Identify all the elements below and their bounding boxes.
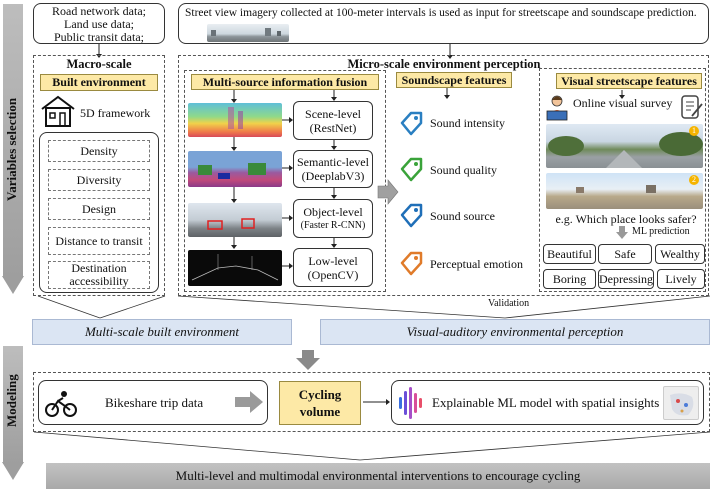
- side-arrow-modeling: Modeling: [2, 346, 24, 481]
- ml-prediction-row: ML prediction: [616, 226, 708, 240]
- factor-distance-to-transit: Distance to transit: [48, 227, 150, 255]
- fusion-header: Multi-source information fusion: [191, 74, 379, 90]
- factor-design: Design: [48, 198, 150, 220]
- survey-photo-2: 2: [546, 173, 703, 209]
- factor-density: Density: [48, 140, 150, 162]
- data-source-transit: Public transit data;: [54, 30, 144, 44]
- visual-streetscape-panel: Visual streetscape features: [539, 68, 706, 292]
- ml-prediction-label: ML prediction: [632, 226, 690, 237]
- bikeshare-box: Bikeshare trip data: [38, 380, 268, 425]
- macro-scale-panel: Macro-scale Built environment 5D framewo…: [33, 55, 165, 296]
- macro-scale-title: Macro-scale: [66, 57, 132, 71]
- micro-scale-title: Micro-scale environment perception: [347, 57, 541, 71]
- modeling-panel: [33, 372, 710, 432]
- gray-arrow-right: [235, 391, 263, 413]
- perception-wealthy: Wealthy: [655, 244, 705, 264]
- cycling-volume-line1: Cycling: [298, 387, 342, 402]
- factor-diversity: Diversity: [48, 169, 150, 191]
- semantic-level-box: Semantic-level (DeeplabV3): [293, 150, 373, 188]
- tag-icon-green: [398, 156, 424, 189]
- factor-list: Density Diversity Design Distance to tra…: [39, 132, 159, 293]
- bicycle-icon: [45, 390, 77, 418]
- street-view-thumbnail: [207, 24, 289, 42]
- fusion-panel: Multi-source information fusion: [184, 70, 386, 292]
- online-survey-label: Online visual survey: [573, 96, 673, 110]
- cycling-volume-line2: volume: [299, 404, 341, 419]
- scene-level-box: Scene-level (RestNet): [293, 101, 373, 140]
- scene-level-name: Scene-level: [305, 106, 361, 121]
- semantic-level-method: (DeeplabV3): [301, 169, 365, 183]
- photo-badge-2: 2: [689, 175, 699, 185]
- object-level-box: Object-level (Faster R-CNN): [293, 199, 373, 238]
- validation-label: Validation: [488, 298, 530, 309]
- perception-safe: Safe: [598, 244, 652, 264]
- cycling-volume-box: Cycling volume: [279, 381, 361, 425]
- down-arrow-icon: [616, 226, 628, 239]
- spatial-map-thumbnail: [663, 386, 699, 420]
- arrow-to-ml: [363, 399, 390, 405]
- perception-lively: Lively: [657, 269, 705, 289]
- visual-streetscape-header: Visual streetscape features: [556, 73, 702, 89]
- sound-intensity-label: Sound intensity: [430, 116, 506, 130]
- perceptual-emotion-item: Perceptual emotion: [398, 250, 528, 278]
- framework-label: 5D framework: [80, 106, 151, 120]
- photo-badge-1: 1: [689, 126, 699, 136]
- street-view-caption: Street view imagery collected at 100-met…: [185, 7, 697, 19]
- scene-level-method: (RestNet): [309, 120, 357, 135]
- house-icon: [40, 95, 76, 127]
- sound-quality-label: Sound quality: [430, 163, 498, 177]
- object-detection-image: [188, 203, 282, 237]
- sound-source-label: Sound source: [430, 209, 495, 223]
- bikeshare-label: Bikeshare trip data: [105, 395, 204, 410]
- down-arrow-to-modeling: [296, 350, 320, 370]
- explainable-ml-box: Explainable ML model with spatial insigh…: [391, 380, 704, 425]
- street-view-box: Street view imagery collected at 100-met…: [178, 3, 709, 44]
- edge-detection-image: [188, 250, 282, 286]
- survey-question: e.g. Which place looks safer?: [555, 212, 697, 226]
- data-sources-box: Road network data; Land use data; Public…: [33, 3, 165, 44]
- tag-icon-darkblue: [398, 202, 424, 235]
- semantic-level-name: Semantic-level: [297, 155, 369, 169]
- person-computer-icon: [543, 93, 571, 121]
- data-source-landuse: Land use data;: [64, 17, 134, 31]
- semantic-segmentation-image: [188, 151, 282, 187]
- survey-photo-1: 1: [546, 124, 703, 168]
- low-level-method: (OpenCV): [307, 267, 359, 282]
- low-level-name: Low-level: [308, 253, 358, 268]
- sound-quality-item: Sound quality: [398, 156, 528, 184]
- object-level-name: Object-level: [303, 204, 363, 219]
- perceptual-emotion-label: Perceptual emotion: [430, 257, 523, 271]
- tag-icon-blue: [398, 110, 424, 143]
- sound-intensity-item: Sound intensity: [398, 110, 528, 138]
- micro-scale-panel: Micro-scale environment perception: [178, 55, 709, 296]
- object-level-method: (Faster R-CNN): [300, 219, 366, 231]
- interventions-banner: Multi-level and multimodal environmental…: [46, 463, 710, 489]
- side-arrow-variables: Variables selection: [2, 4, 24, 294]
- built-environment-header: Built environment: [40, 74, 158, 91]
- perception-boring: Boring: [543, 269, 596, 289]
- perception-beautiful: Beautiful: [543, 244, 596, 264]
- low-level-box: Low-level (OpenCV): [293, 248, 373, 287]
- visual-auditory-bar: Visual-auditory environmental perception: [320, 319, 710, 345]
- soundscape-header: Soundscape features: [396, 72, 512, 88]
- scene-heatmap-image: [188, 103, 282, 137]
- explainable-ml-label: Explainable ML model with spatial insigh…: [432, 395, 660, 410]
- data-source-road: Road network data;: [52, 4, 146, 18]
- multi-scale-bar: Multi-scale built environment: [32, 319, 292, 345]
- tag-icon-orange: [398, 250, 424, 283]
- survey-form-icon: [680, 94, 704, 120]
- factor-destination-accessibility: Destination accessibility: [48, 261, 150, 289]
- ml-bars-icon: [398, 387, 422, 419]
- sound-source-item: Sound source: [398, 202, 528, 230]
- perception-depressing: Depressing: [598, 269, 654, 289]
